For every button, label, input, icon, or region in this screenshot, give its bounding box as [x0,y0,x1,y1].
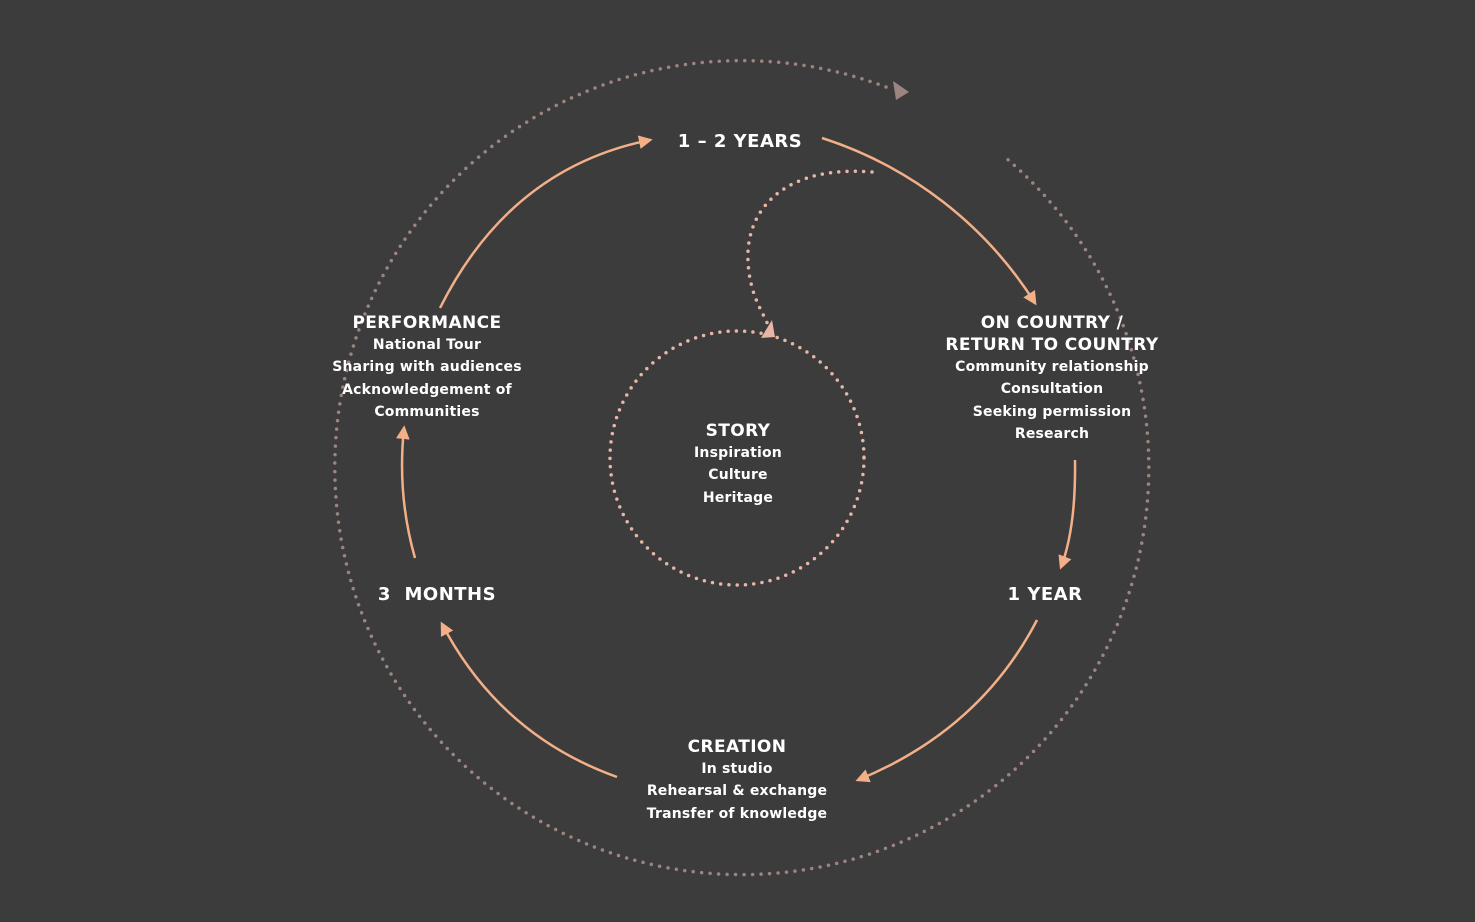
arrow-years-to-on-country [821,136,1037,306]
on-country-detail: Community relationship [955,359,1149,375]
story-block: STORY Inspiration Culture Heritage [694,420,782,509]
story-title: STORY [705,421,771,441]
arrow-creation-to-months [440,621,618,779]
performance-block: PERFORMANCE National Tour Sharing with a… [332,312,522,423]
outer-dotted-loop-left [333,58,1151,877]
performance-detail: Communities [374,403,480,420]
creation-detail: Rehearsal & exchange [646,783,828,800]
story-detail: Culture [708,467,768,484]
arrow-on-country-to-year [1058,459,1077,570]
on-country-detail: Research [1014,425,1090,442]
performance-detail: National Tour [372,337,482,353]
story-hook-arrowhead [761,320,775,338]
performance-detail: Sharing with audiences [332,359,522,376]
on-country-title: ON COUNTRY / [980,313,1124,333]
story-detail: Inspiration [694,445,782,461]
creation-detail: In studio [701,761,773,777]
creation-block: CREATION In studio Rehearsal & exchange … [647,736,827,825]
story-dotted-hook [746,169,874,327]
outer-loop-arrowhead [893,81,909,100]
label-1-2-years: 1 – 2 YEARS [677,131,803,152]
arrow-year-to-creation [855,619,1039,783]
story-dotted-circle [608,329,866,587]
arrow-performance-to-years [438,135,653,309]
arrow-months-to-performance [396,425,417,559]
on-country-block: ON COUNTRY / RETURN TO COUNTRY Community… [945,312,1158,445]
on-country-title: RETURN TO COUNTRY [945,335,1159,355]
label-3-months: 3 MONTHS [377,584,497,605]
performance-detail: Acknowledgement of [342,381,512,398]
on-country-detail: Consultation [1000,381,1104,398]
label-1-year: 1 YEAR [1007,584,1083,605]
on-country-detail: Seeking permission [972,403,1132,420]
creation-detail: Transfer of knowledge [646,805,828,822]
story-detail: Heritage [702,489,774,506]
creation-title: CREATION [687,737,787,757]
performance-title: PERFORMANCE [352,313,502,333]
